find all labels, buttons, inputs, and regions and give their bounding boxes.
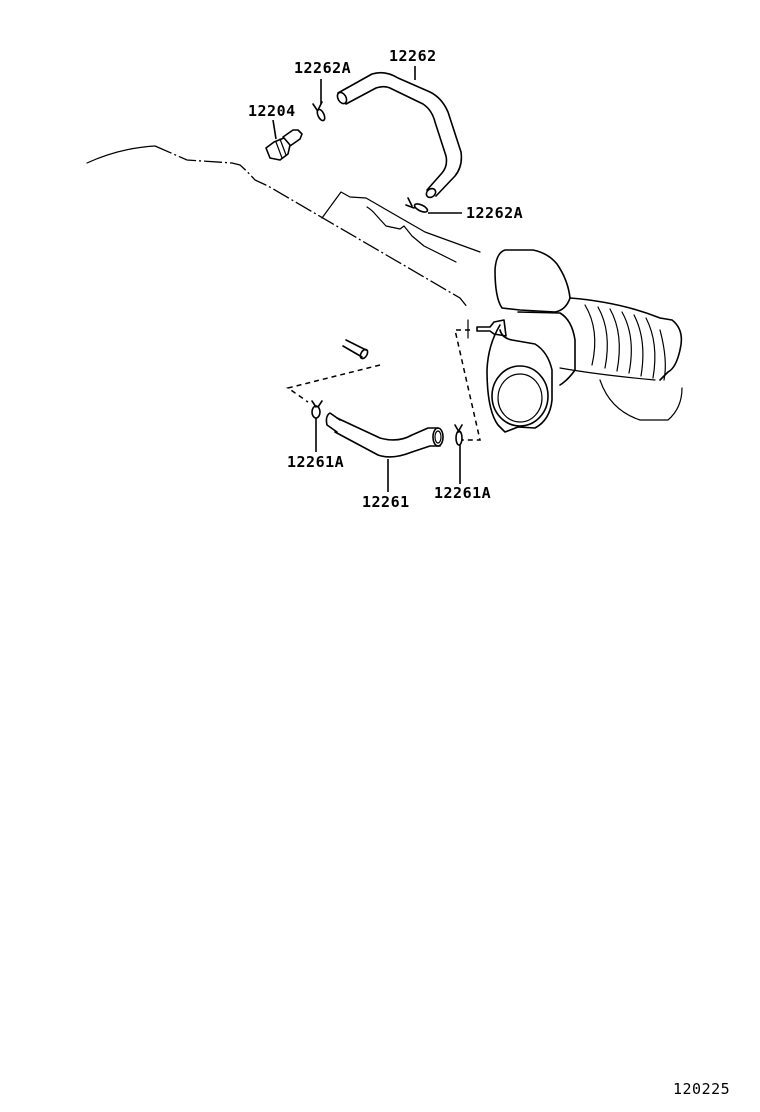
air-intake-assembly xyxy=(467,249,683,433)
clip-12261a-left xyxy=(311,400,323,419)
callout-12262a-upper: 12262A xyxy=(294,59,352,77)
hose-12262 xyxy=(336,71,463,199)
reference-lines xyxy=(286,329,481,441)
callout-12261: 12261 xyxy=(362,493,410,511)
engine-outline xyxy=(86,145,481,309)
pipe-stub xyxy=(342,339,369,360)
clip-12261a-right xyxy=(454,424,463,446)
clip-12262a-lower xyxy=(405,197,429,213)
callout-12261a-left: 12261A xyxy=(287,453,345,471)
callout-12262: 12262 xyxy=(389,47,437,65)
clip-12262a-upper xyxy=(312,101,326,122)
leader-lines xyxy=(272,66,462,492)
hose-12261 xyxy=(325,412,444,458)
callout-12262a-lower: 12262A xyxy=(466,204,524,222)
figure-number: 120225 xyxy=(673,1080,731,1098)
callout-12261a-right: 12261A xyxy=(434,484,492,502)
callout-12204: 12204 xyxy=(248,102,296,120)
pcv-valve-12204 xyxy=(265,129,303,161)
